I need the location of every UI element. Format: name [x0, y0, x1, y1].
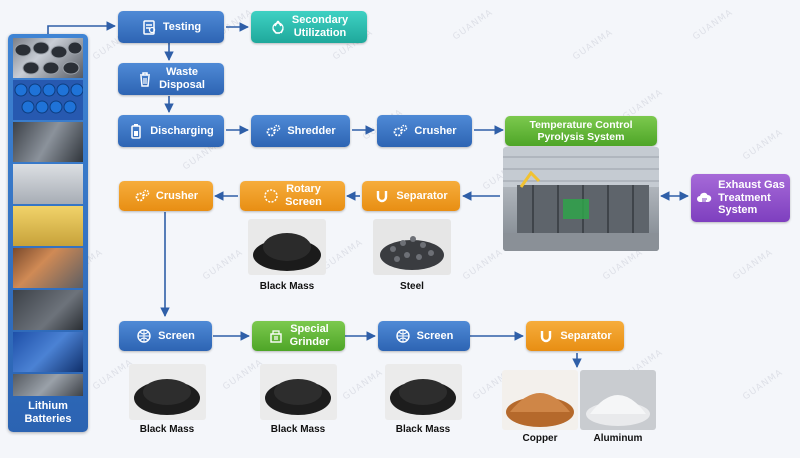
aluminum-caption: Aluminum — [593, 433, 643, 444]
recycle-icon — [272, 20, 284, 34]
screen-1-step[interactable]: Screen — [119, 321, 212, 351]
exhaust-label-1: Exhaust Gas — [718, 179, 785, 192]
cloud-icon — [697, 192, 712, 202]
exhaust-label-2: Treatment — [718, 191, 771, 204]
secondary-label-1: Secondary — [291, 14, 349, 27]
battery-photo-plates — [13, 164, 83, 204]
battery-photo-copper-scrap — [13, 248, 83, 288]
discharging-step[interactable]: Discharging — [118, 115, 224, 147]
black-mass-caption-3: Black Mass — [395, 424, 451, 435]
testing-step[interactable]: Testing — [118, 11, 224, 43]
battery-photo-blue-cells — [13, 80, 83, 120]
battery-photo-pouches — [13, 206, 83, 246]
black-mass-photo-3 — [385, 364, 462, 420]
pyrolysis-label-1: Temperature Control — [529, 118, 633, 131]
gears-icon — [135, 189, 150, 202]
screen-2-label: Screen — [416, 329, 454, 342]
testing-label: Testing — [162, 20, 202, 33]
magnet-icon — [377, 191, 388, 203]
separator-mid-label: Separator — [396, 189, 448, 202]
gears-icon — [266, 124, 281, 137]
exhaust-label-3: System — [718, 204, 758, 217]
secondary-label-2: Utilization — [293, 27, 347, 39]
steel-photo — [373, 219, 451, 275]
lithium-batteries-panel[interactable]: Lithium Batteries — [8, 34, 88, 432]
separator-mid-step[interactable]: Separator — [362, 181, 460, 211]
rotary-drum-icon — [264, 189, 278, 203]
copper-caption: Copper — [522, 433, 558, 444]
waste-label-1: Waste — [165, 66, 198, 79]
grinder-icon — [269, 330, 282, 343]
globe-mesh-icon — [395, 329, 410, 343]
crusher-top-step[interactable]: Crusher — [377, 115, 472, 147]
black-mass-photo-mid — [248, 219, 326, 275]
battery-icon — [131, 124, 141, 139]
battery-photo-scrap — [13, 290, 83, 330]
grinder-label-2: Grinder — [289, 336, 330, 348]
aluminum-photo — [580, 370, 656, 430]
globe-mesh-icon — [137, 329, 151, 343]
arrow-sidebar-testing — [47, 21, 116, 34]
trash-icon — [140, 72, 151, 87]
battery-photo-cells-bottom — [13, 374, 83, 396]
black-mass-caption-1: Black Mass — [139, 424, 195, 435]
clipboard-icon — [143, 20, 155, 35]
grinder-label-1: Special — [290, 323, 329, 336]
gears-icon — [394, 124, 408, 137]
crusher-mid-label: Crusher — [155, 189, 199, 202]
separator-bottom-step[interactable]: Separator — [526, 321, 624, 351]
battery-photo-packs — [13, 122, 83, 162]
screen-2-step[interactable]: Screen — [378, 321, 470, 351]
shredder-label: Shredder — [287, 124, 336, 137]
shredder-step[interactable]: Shredder — [251, 115, 350, 147]
discharging-label: Discharging — [150, 124, 214, 137]
pyrolysis-machine-photo — [503, 147, 659, 251]
battery-photo-cylinders — [13, 38, 83, 78]
separator-bottom-label: Separator — [560, 329, 612, 342]
waste-label-2: Disposal — [159, 79, 205, 91]
screen-1-label: Screen — [158, 329, 195, 342]
rotary-label-1: Rotary — [286, 183, 321, 196]
lithium-batteries-label: Lithium Batteries — [24, 399, 72, 425]
copper-photo — [502, 370, 578, 430]
crusher-mid-step[interactable]: Crusher — [119, 181, 213, 211]
battery-photo-blue-scrap — [13, 332, 83, 372]
black-mass-caption-mid: Black Mass — [259, 281, 315, 292]
black-mass-photo-2 — [260, 364, 337, 420]
magnet-icon — [541, 331, 552, 343]
steel-caption: Steel — [400, 281, 424, 292]
black-mass-photo-1 — [129, 364, 206, 420]
rotary-label-2: Screen — [285, 196, 322, 208]
black-mass-caption-2: Black Mass — [270, 424, 326, 435]
crusher-top-label: Crusher — [414, 124, 457, 137]
pyrolysis-label-2: Pyrolysis System — [537, 131, 625, 143]
